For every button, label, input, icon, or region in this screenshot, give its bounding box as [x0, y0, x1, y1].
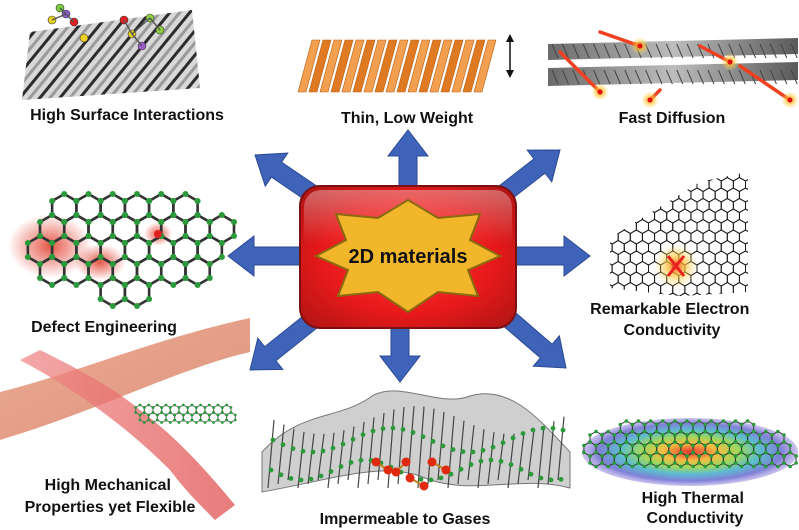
arrow-up [386, 129, 430, 191]
surface-interaction-illustration [22, 3, 200, 100]
label-gases: Impermeable to Gases [320, 511, 491, 528]
fast-diffusion-illustration [548, 30, 799, 109]
arrow-right [513, 234, 591, 278]
center-star-shape [313, 198, 503, 314]
electron-lattice-illustration [610, 172, 748, 296]
arrow-down [378, 325, 422, 383]
center-label: 2D materials [349, 246, 468, 268]
thermal-conductivity-illustration [582, 418, 798, 486]
label-thin: Thin, Low Weight [341, 110, 474, 127]
thin-sheet-illustration [297, 34, 514, 93]
label-thermal: High Thermal Conductivity [642, 490, 749, 527]
label-diffusion: Fast Diffusion [619, 110, 726, 127]
defect-lattice-illustration [8, 191, 237, 309]
label-mechanical: High Mechanical Properties yet Flexible [25, 477, 196, 516]
arrow-left [227, 234, 303, 278]
impermeable-membrane-illustration [261, 390, 571, 493]
label-electron: Remarkable Electron Conductivity [590, 301, 754, 339]
center-hub: 2D materials [299, 185, 517, 329]
mechanical-ribbon-illustration [0, 318, 250, 520]
label-surface: High Surface Interactions [30, 107, 224, 124]
label-defect: Defect Engineering [31, 319, 177, 336]
